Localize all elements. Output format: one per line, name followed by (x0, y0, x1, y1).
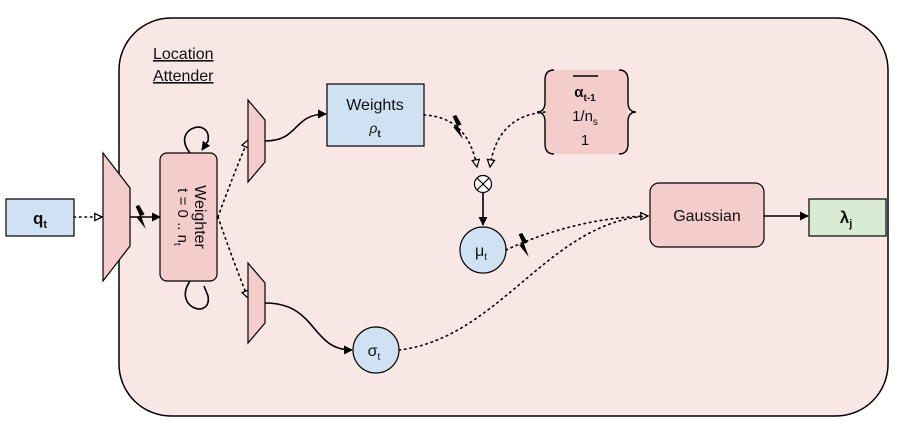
alpha-one-label: 1 (581, 132, 589, 149)
weights-label: Weights (346, 97, 404, 114)
alpha-label: αt-1 (574, 84, 596, 104)
alpha-box (545, 70, 628, 154)
weighter-bottom-loop (184, 280, 209, 310)
sigma-label: σt (368, 343, 381, 363)
edge-weighter-to-lower-layer (217, 216, 248, 298)
edge-mu-to-gaussian (505, 216, 648, 251)
curly-brace-icon (618, 69, 637, 155)
weighter-top-loop (183, 126, 211, 154)
alpha-ns-label: 1/ns (572, 108, 598, 128)
lambda-label: λj (840, 208, 853, 230)
edge-lower-layer-to-sigma (264, 302, 353, 355)
edge-upper-layer-to-weights (264, 109, 327, 142)
lambda-output-box (808, 198, 887, 237)
weighter-label: Weighter (191, 185, 208, 249)
multiply-icon (473, 174, 493, 194)
weights-box (326, 83, 425, 147)
location-attender-container (118, 17, 889, 417)
mu-label: μt (475, 243, 487, 263)
container-title-line1: Location (153, 46, 214, 63)
edge-sigma-to-gaussian (398, 215, 649, 351)
container-title-line2: Attender (153, 68, 214, 85)
q-label: qt (33, 209, 47, 231)
edge-weights-to-multiply (423, 114, 477, 167)
lower-projection-layer (247, 261, 266, 345)
weights-rho-label: ρt (368, 120, 381, 140)
input-projection-layer (102, 151, 131, 283)
weighter-range-label: t = 0 .. nt (171, 188, 191, 246)
gaussian-label: Gaussian (673, 208, 741, 225)
curly-brace-icon (536, 69, 555, 155)
upper-projection-layer (247, 98, 266, 184)
q-input-box (5, 198, 75, 237)
weighter-box (159, 152, 218, 282)
gaussian-box (649, 182, 765, 248)
